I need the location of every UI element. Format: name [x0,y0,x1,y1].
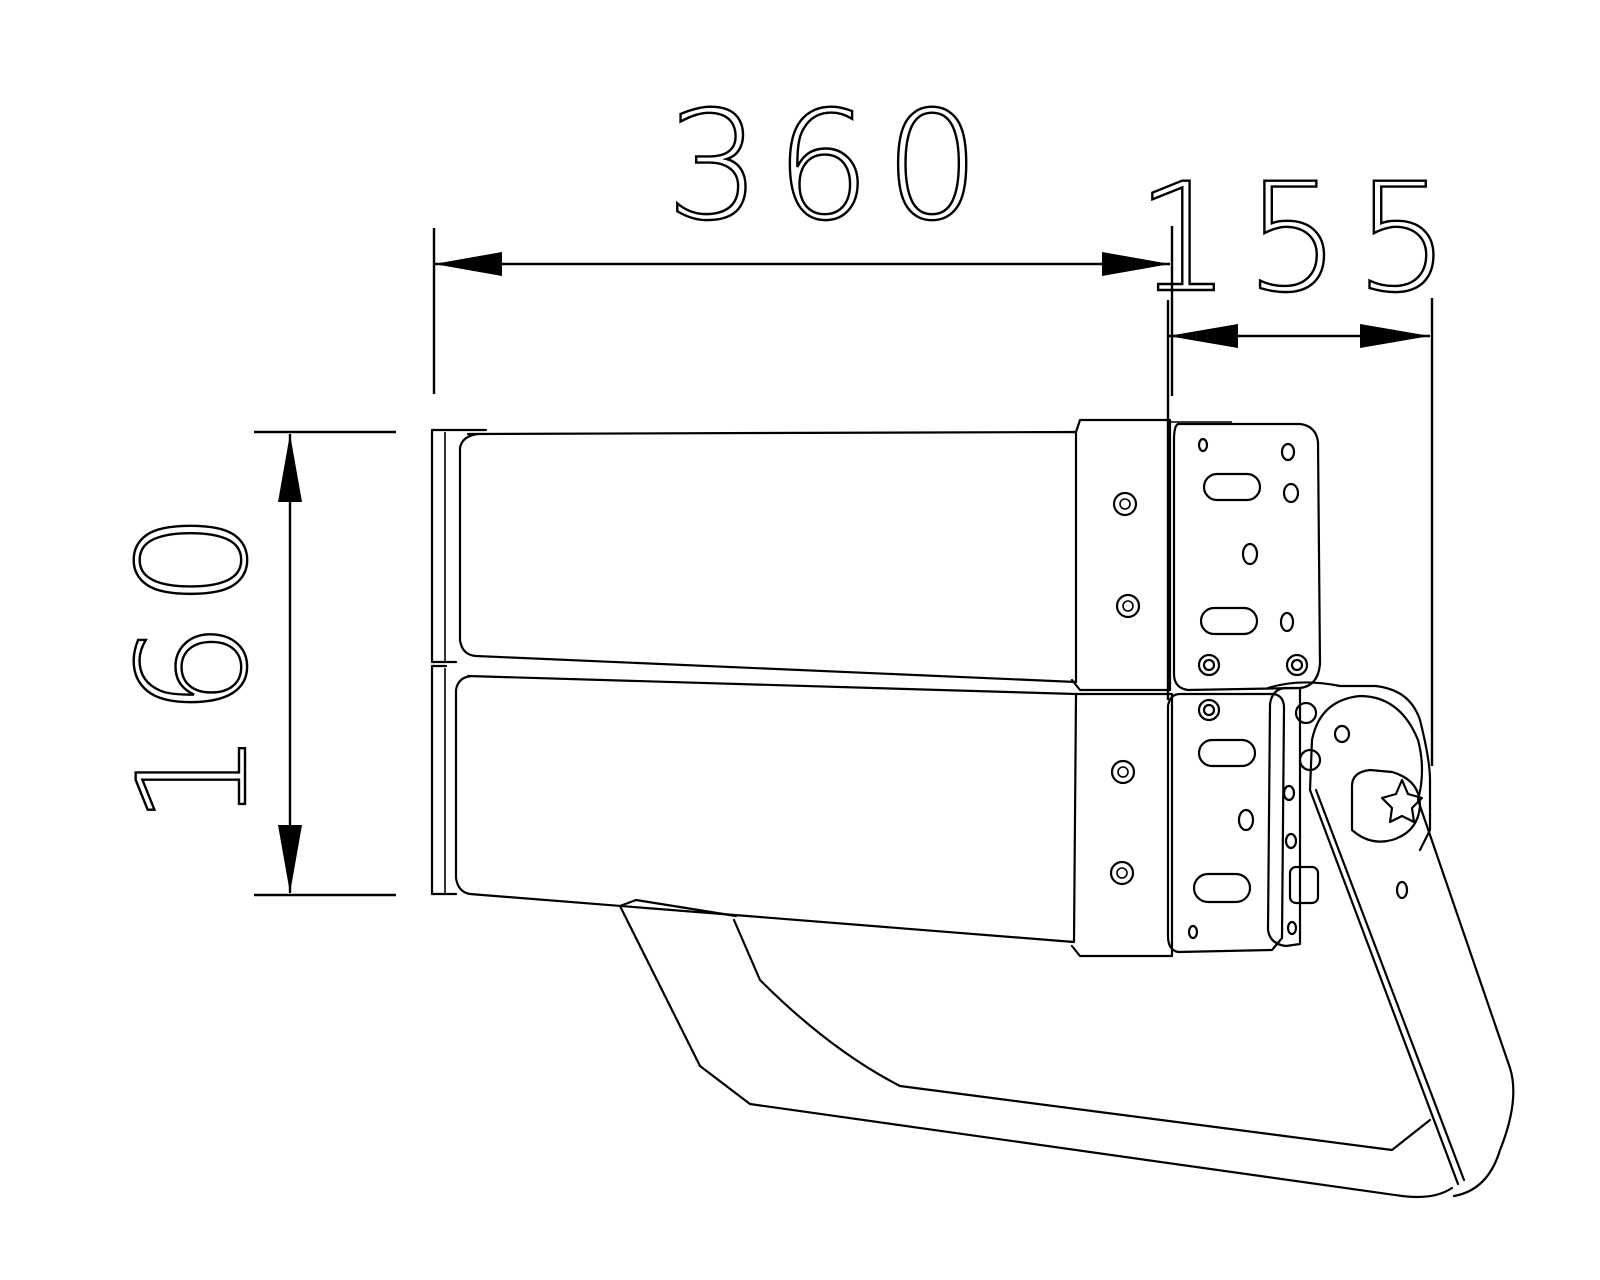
mounting-hole [1187,924,1199,940]
mounting-slot [1199,606,1259,636]
mounting-hole [1282,482,1300,504]
hex-bolt-icon [1197,698,1221,722]
dimension-offset: 155 [1135,151,1464,766]
hex-bolt-icon [1197,653,1221,677]
torx-bolt-icon [1380,778,1424,824]
dimension-length: 360 [432,79,1174,396]
dimension-height-label: 160 [107,498,281,826]
screw-icon [1109,860,1135,886]
mounting-hole [1286,920,1298,936]
dimension-offset-label: 155 [1136,152,1464,326]
bracket-side-plate [1266,681,1432,948]
lower-module [430,664,1174,958]
arrowhead [434,252,502,276]
mounting-slot [1197,738,1257,768]
hex-bolt-icon [1285,653,1309,677]
hex-bolt-icon [1294,701,1318,725]
dimension-height: 160 [106,430,396,897]
mounting-hole [1241,542,1259,566]
yoke-bracket [618,898,1454,1199]
mounting-hole [1282,784,1296,802]
upper-module [430,418,1232,692]
mounting-slot [1202,472,1262,502]
arrowhead [1168,324,1238,348]
hex-bolt-icon [1288,865,1320,905]
screw-icon [1115,593,1141,619]
mounting-slot [1192,872,1252,904]
dimension-length-label: 360 [666,80,994,254]
arrowhead [278,825,302,893]
housing-screws [1109,491,1141,886]
upper-mounting-plate [1172,422,1322,692]
screw-icon [1112,491,1138,517]
mounting-hole [1333,724,1351,744]
mounting-hole [1280,442,1296,462]
mounting-hole [1197,437,1209,453]
mounting-hole [1279,611,1295,633]
lower-mounting-plate [1166,692,1286,954]
pivot-arm [1308,694,1515,1198]
mounting-hole [1237,808,1255,832]
mounting-hole [1284,832,1298,850]
mounting-hole [1395,880,1409,900]
arrowhead [1102,252,1170,276]
arrowhead [1360,324,1430,348]
arrowhead [278,434,302,502]
screw-icon [1110,759,1136,785]
